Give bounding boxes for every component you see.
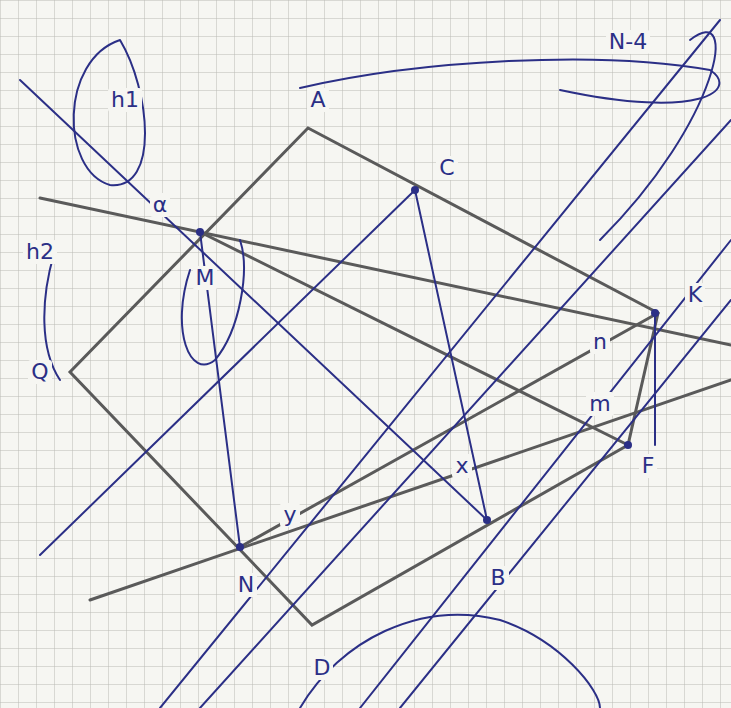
point-label: D <box>311 656 334 680</box>
point-label: h2 <box>23 240 57 264</box>
point-label: x <box>452 454 471 478</box>
pen-lines <box>20 20 731 708</box>
point-label: C <box>436 156 457 180</box>
point-label: h1 <box>108 88 142 112</box>
point-label: n <box>590 330 610 354</box>
point-label: A <box>307 88 328 112</box>
point-label: B <box>487 566 508 590</box>
point-label: K <box>685 283 705 307</box>
point-label: N-4 <box>606 30 650 54</box>
point-label: m <box>586 392 613 416</box>
point-label: Q <box>28 360 51 384</box>
points <box>196 186 659 551</box>
point-label: N <box>235 573 257 597</box>
point-label: α <box>150 193 171 217</box>
point-label: M <box>193 266 218 290</box>
point-label: y <box>280 503 299 527</box>
pencil-figure <box>40 128 731 625</box>
point-label: F <box>639 454 658 478</box>
